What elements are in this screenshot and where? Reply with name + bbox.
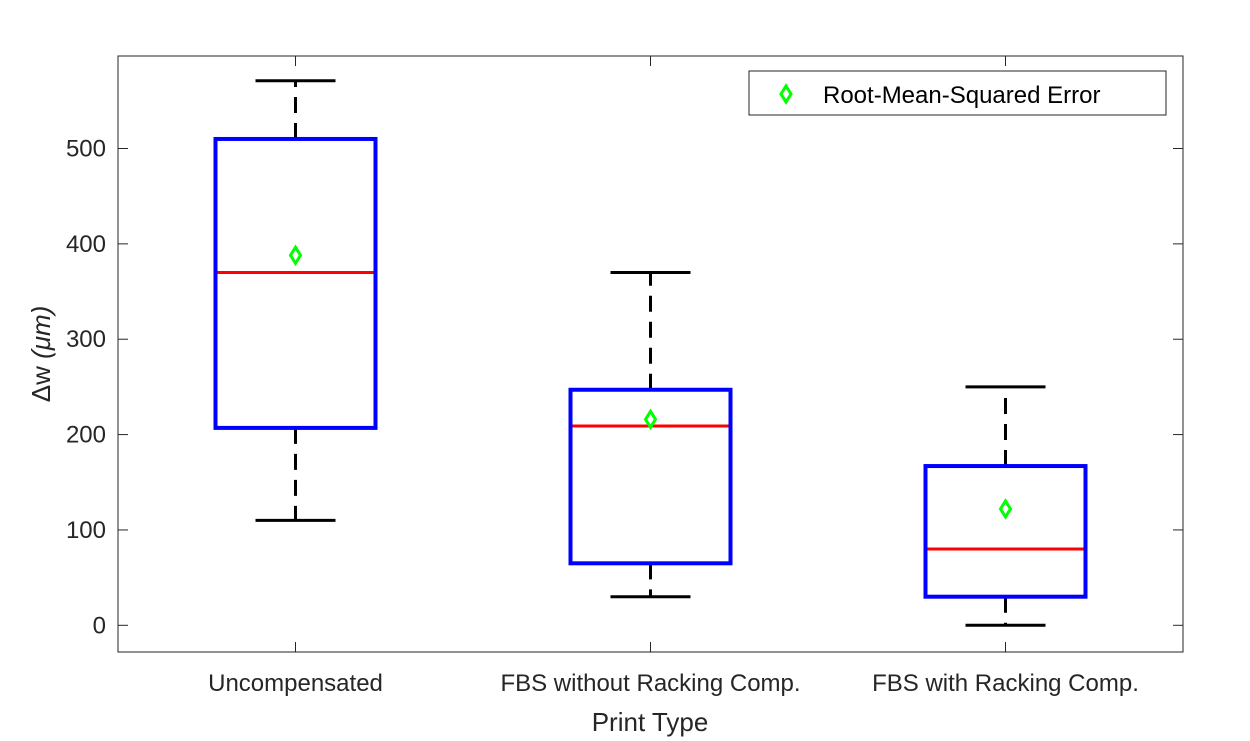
y-tick-label: 0 — [93, 612, 106, 639]
boxes-layer — [213, 79, 1088, 627]
rmse-marker — [643, 408, 658, 431]
legend: Root-Mean-Squared Error — [748, 70, 1167, 116]
y-axis-symbol: Δw — [26, 366, 56, 402]
x-tick-label: FBS without Racking Comp. — [500, 670, 800, 697]
x-tick-label: FBS with Racking Comp. — [872, 670, 1139, 697]
legend-rmse-marker — [779, 83, 793, 105]
x-tick-label: Uncompensated — [208, 670, 383, 697]
interquartile-box — [923, 464, 1088, 599]
legend-box — [748, 70, 1167, 116]
rmse-marker — [998, 498, 1013, 520]
y-axis-title: Δw (μm) — [26, 306, 56, 403]
y-tick-label: 300 — [66, 326, 106, 353]
interquartile-box — [568, 387, 733, 566]
box-group — [213, 79, 378, 522]
y-axis-unit: (μm) — [26, 306, 56, 359]
plot-area-frame — [117, 55, 1184, 653]
y-tick-label: 100 — [66, 517, 106, 544]
box-group — [923, 385, 1088, 627]
y-tick-label: 500 — [66, 135, 106, 162]
legend-entry-rmse: Root-Mean-Squared Error — [823, 82, 1100, 109]
y-tick-label: 400 — [66, 231, 106, 258]
rmse-marker — [288, 244, 303, 267]
y-tick-label: 200 — [66, 422, 106, 449]
box-group — [568, 270, 733, 599]
interquartile-box — [213, 136, 378, 430]
x-axis-title: Print Type — [592, 707, 709, 737]
